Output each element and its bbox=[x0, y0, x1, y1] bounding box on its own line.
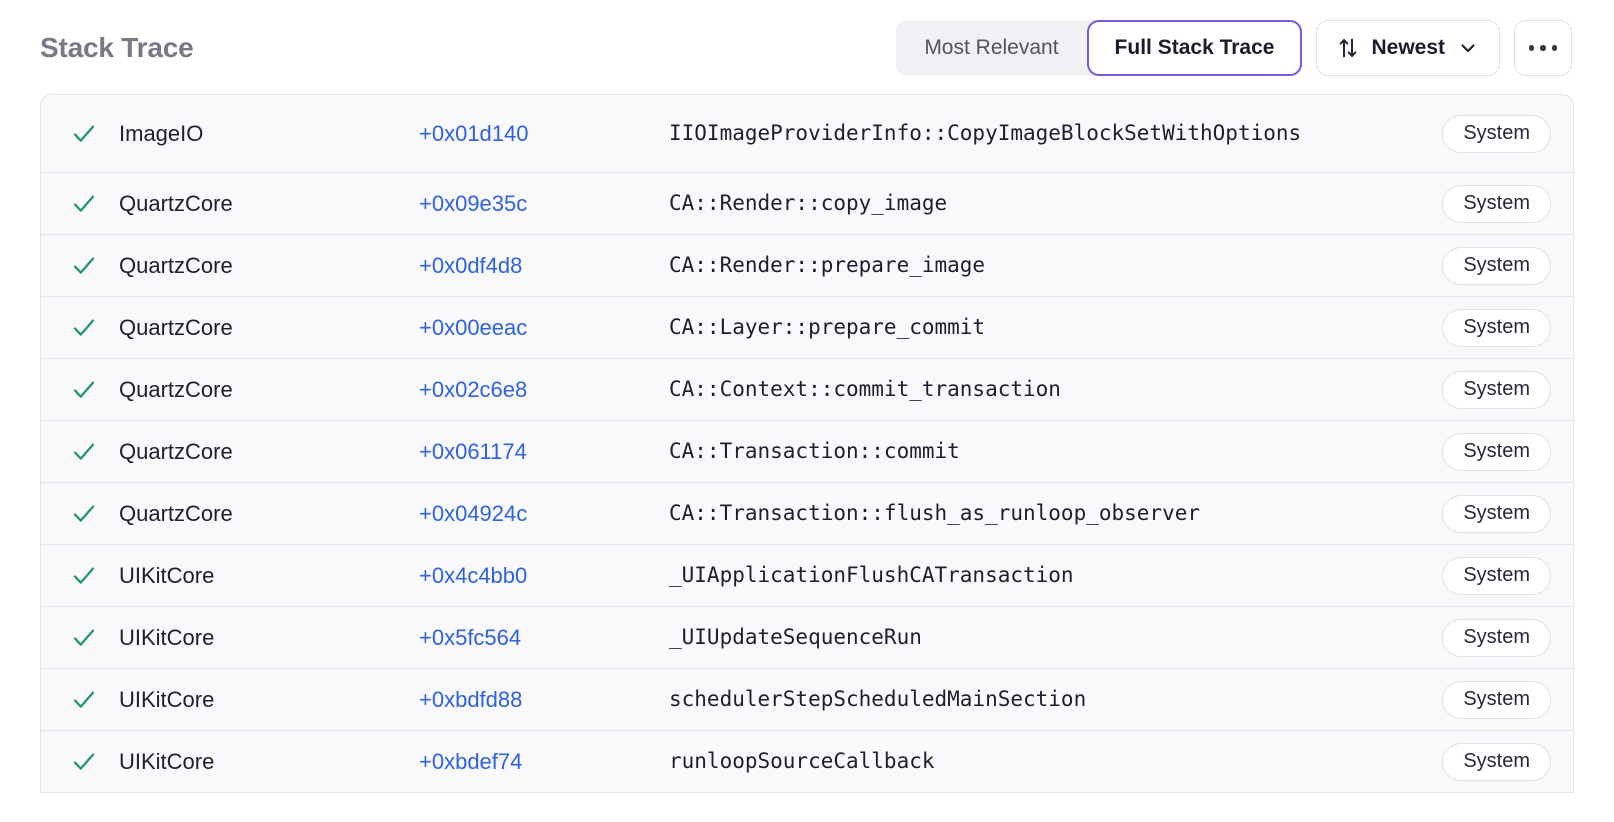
checkmark-icon bbox=[71, 191, 119, 217]
more-options-button[interactable] bbox=[1514, 20, 1572, 76]
badge-cell: System bbox=[1442, 494, 1551, 533]
table-row[interactable]: UIKitCore +0xbdef74 runloopSourceCallback S… bbox=[41, 731, 1573, 793]
binary-image-name: UIKitCore bbox=[119, 748, 215, 774]
frame-symbol-name: IIOImageProviderInfo::CopyImageBlockSetW… bbox=[669, 120, 1302, 145]
status-badge: System bbox=[1442, 432, 1551, 471]
binary-image-name: QuartzCore bbox=[119, 252, 233, 278]
panel-header: Stack Trace Most Relevant Full Stack Tra… bbox=[0, 0, 1614, 96]
badge-cell: System bbox=[1442, 680, 1551, 719]
binary-image-name: QuartzCore bbox=[119, 500, 233, 526]
binary-image-name: QuartzCore bbox=[119, 376, 233, 402]
checkmark-icon bbox=[71, 439, 119, 465]
table-row[interactable]: QuartzCore +0x061174 CA::Transaction::comm… bbox=[41, 421, 1573, 483]
frame-symbol-name: runloopSourceCallback bbox=[669, 748, 935, 773]
frame-symbol-name: CA::Transaction::commit bbox=[669, 438, 960, 463]
table-row[interactable]: UIKitCore +0x4c4bb0 _UIApplicationFlushCAT… bbox=[41, 545, 1573, 607]
checkmark-icon bbox=[71, 625, 119, 651]
checkmark-icon bbox=[71, 687, 119, 713]
status-badge: System bbox=[1442, 184, 1551, 223]
frame-offset-link[interactable]: +0x0df4d8 bbox=[419, 252, 523, 278]
chevron-down-icon bbox=[1457, 37, 1479, 59]
table-row[interactable]: QuartzCore +0x00eeac CA::Layer::prepare_co… bbox=[41, 297, 1573, 359]
frame-offset-link[interactable]: +0x061174 bbox=[419, 438, 527, 464]
badge-cell: System bbox=[1442, 184, 1551, 223]
badge-cell: System bbox=[1442, 114, 1551, 153]
ellipsis-icon bbox=[1528, 45, 1535, 51]
binary-image-name: UIKitCore bbox=[119, 686, 215, 712]
frame-symbol-name: CA::Transaction::flush_as_runloop_observ… bbox=[669, 500, 1201, 525]
badge-cell: System bbox=[1442, 246, 1551, 285]
header-controls: Most Relevant Full Stack Trace Newest bbox=[896, 20, 1572, 76]
table-row[interactable]: UIKitCore +0x5fc564 _UIUpdateSequenceRun Sy… bbox=[41, 607, 1573, 669]
ellipsis-icon bbox=[1551, 45, 1558, 51]
checkmark-icon bbox=[71, 377, 119, 403]
stack-trace-table: ImageIO +0x01d140 IIOImageProviderInfo::Co… bbox=[40, 94, 1574, 793]
table-row[interactable]: ImageIO +0x01d140 IIOImageProviderInfo::Co… bbox=[41, 95, 1573, 173]
sort-button[interactable]: Newest bbox=[1316, 20, 1500, 76]
sort-arrows-icon bbox=[1337, 36, 1359, 60]
frame-offset-link[interactable]: +0xbdef74 bbox=[419, 748, 523, 774]
frame-offset-link[interactable]: +0x09e35c bbox=[419, 190, 528, 216]
page-title: Stack Trace bbox=[40, 32, 194, 63]
status-badge: System bbox=[1442, 308, 1551, 347]
frame-symbol-name: _UIApplicationFlushCATransaction bbox=[669, 562, 1074, 587]
ellipsis-icon bbox=[1540, 45, 1546, 51]
checkmark-icon bbox=[71, 501, 119, 527]
table-row[interactable]: QuartzCore +0x02c6e8 CA::Context::commit_t… bbox=[41, 359, 1573, 421]
status-badge: System bbox=[1442, 370, 1551, 409]
frame-symbol-name: schedulerStepScheduledMainSection bbox=[669, 686, 1087, 711]
status-badge: System bbox=[1442, 618, 1551, 657]
badge-cell: System bbox=[1442, 308, 1551, 347]
status-badge: System bbox=[1442, 246, 1551, 285]
sort-label: Newest bbox=[1371, 36, 1445, 59]
checkmark-icon bbox=[71, 315, 119, 341]
tab-most-relevant[interactable]: Most Relevant bbox=[896, 20, 1086, 76]
tab-full-stack-trace[interactable]: Full Stack Trace bbox=[1086, 20, 1303, 76]
frame-offset-link[interactable]: +0x00eeac bbox=[419, 314, 528, 340]
status-badge: System bbox=[1442, 114, 1551, 153]
frame-offset-link[interactable]: +0x4c4bb0 bbox=[419, 562, 528, 588]
status-badge: System bbox=[1442, 680, 1551, 719]
checkmark-icon bbox=[71, 121, 119, 147]
trace-view-segmented-control: Most Relevant Full Stack Trace bbox=[896, 20, 1303, 76]
binary-image-name: QuartzCore bbox=[119, 314, 233, 340]
binary-image-name: ImageIO bbox=[119, 120, 204, 146]
binary-image-name: UIKitCore bbox=[119, 562, 215, 588]
checkmark-icon bbox=[71, 253, 119, 279]
frame-symbol-name: CA::Render::prepare_image bbox=[669, 252, 986, 277]
badge-cell: System bbox=[1442, 742, 1551, 781]
badge-cell: System bbox=[1442, 370, 1551, 409]
frame-offset-link[interactable]: +0x01d140 bbox=[419, 120, 529, 146]
badge-cell: System bbox=[1442, 618, 1551, 657]
frame-offset-link[interactable]: +0x04924c bbox=[419, 500, 528, 526]
frame-symbol-name: CA::Render::copy_image bbox=[669, 190, 948, 215]
frame-symbol-name: _UIUpdateSequenceRun bbox=[669, 624, 922, 649]
table-row[interactable]: UIKitCore +0xbdfd88 schedulerStepScheduled… bbox=[41, 669, 1573, 731]
table-row[interactable]: QuartzCore +0x09e35c CA::Render::copy_imag… bbox=[41, 173, 1573, 235]
badge-cell: System bbox=[1442, 432, 1551, 471]
checkmark-icon bbox=[71, 563, 119, 589]
frame-offset-link[interactable]: +0xbdfd88 bbox=[419, 686, 523, 712]
status-badge: System bbox=[1442, 556, 1551, 595]
table-row[interactable]: QuartzCore +0x04924c CA::Transaction::flus… bbox=[41, 483, 1573, 545]
frame-offset-link[interactable]: +0x02c6e8 bbox=[419, 376, 528, 402]
frame-symbol-name: CA::Layer::prepare_commit bbox=[669, 314, 986, 339]
checkmark-icon bbox=[71, 749, 119, 775]
status-badge: System bbox=[1442, 742, 1551, 781]
status-badge: System bbox=[1442, 494, 1551, 533]
binary-image-name: QuartzCore bbox=[119, 438, 233, 464]
table-row[interactable]: QuartzCore +0x0df4d8 CA::Render::prepare_i… bbox=[41, 235, 1573, 297]
frame-offset-link[interactable]: +0x5fc564 bbox=[419, 624, 522, 650]
binary-image-name: UIKitCore bbox=[119, 624, 215, 650]
binary-image-name: QuartzCore bbox=[119, 190, 233, 216]
badge-cell: System bbox=[1442, 556, 1551, 595]
frame-symbol-name: CA::Context::commit_transaction bbox=[669, 376, 1061, 401]
